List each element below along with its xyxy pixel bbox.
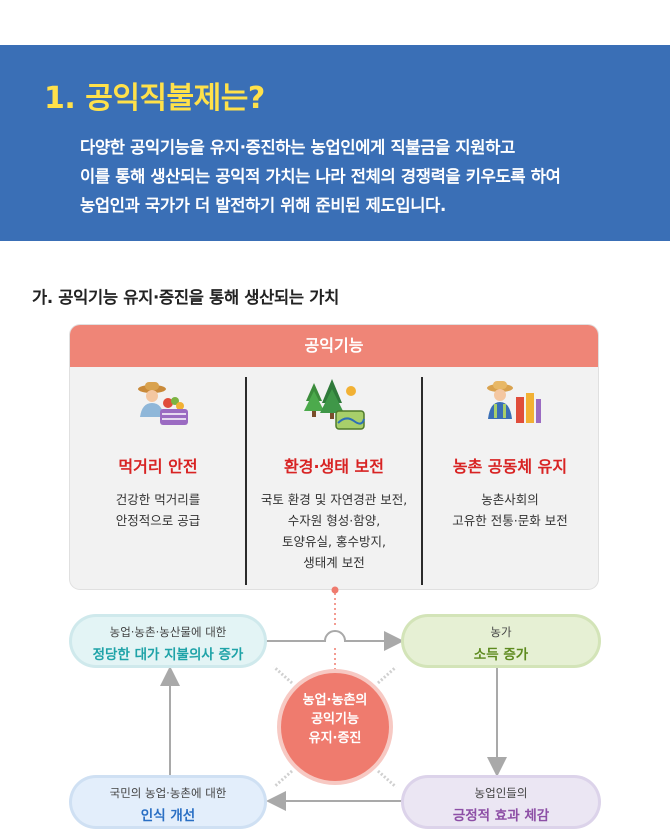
function-environment: 환경·생태 보전 국토 환경 및 자연경관 보전, 수자원 형성·함양, 토양유… (246, 367, 422, 589)
pill-caption: 국민의 농업·농촌에 대한 (109, 786, 227, 800)
section-title: 가. 공익기능 유지·증진을 통해 생산되는 가치 (32, 288, 339, 307)
desc-line: 건강한 먹거리를 (115, 492, 201, 507)
function-desc: 건강한 먹거리를 안정적으로 공급 (74, 489, 242, 531)
card-heading: 공익기능 (70, 325, 598, 367)
function-title: 환경·생태 보전 (284, 457, 384, 476)
intro-line: 다양한 공익기능을 유지·증진하는 농업인에게 직불금을 지원하고 (80, 138, 515, 157)
pill-label: 인식 개선 (140, 808, 196, 824)
function-community: 농촌 공동체 유지 농촌사회의 고유한 전통·문화 보전 (422, 367, 598, 589)
pill-caption: 농업·농촌·농산물에 대한 (109, 625, 227, 639)
desc-line: 안정적으로 공급 (115, 513, 201, 528)
pill-caption: 농가 (490, 625, 512, 639)
pill-caption: 농업인들의 (474, 786, 528, 800)
column-divider (421, 377, 423, 585)
function-title: 농촌 공동체 유지 (452, 457, 568, 476)
center-line: 농업·농촌의 (302, 693, 368, 708)
villager-community-icon (487, 381, 541, 423)
intro-line: 농업인과 국가가 더 발전하기 위해 준비된 제도입니다. (80, 196, 446, 215)
forest-landscape-icon (304, 379, 365, 430)
center-line: 유지·증진 (308, 731, 362, 746)
public-functions-card: 공익기능 먹거리 안전 건강한 먹거리를 안정적으로 공급 (70, 325, 598, 589)
desc-line: 농촌사회의 (481, 492, 539, 507)
cycle-income-increase: 농가 소득 증가 (404, 617, 598, 665)
cycle-awareness-improvement: 국민의 농업·농촌에 대한 인식 개선 (72, 778, 264, 826)
function-food-safety: 먹거리 안전 건강한 먹거리를 안정적으로 공급 (70, 367, 246, 589)
cycle-positive-effect: 농업인들의 긍정적 효과 체감 (404, 778, 598, 826)
pill-label: 소득 증가 (473, 647, 529, 663)
cycle-fair-price-willingness: 농업·농촌·농산물에 대한 정당한 대가 지불의사 증가 (72, 617, 264, 665)
desc-line: 국토 환경 및 자연경관 보전, (260, 492, 408, 507)
intro-line: 이를 통해 생산되는 공익적 가치는 나라 전체의 경쟁력을 키우도록 하여 (80, 167, 561, 186)
cycle-center: 농업·농촌의 공익기능 유지·증진 (281, 673, 389, 781)
function-title: 먹거리 안전 (118, 457, 198, 476)
center-line: 공익기능 (311, 712, 359, 727)
pill-label: 정당한 대가 지불의사 증가 (92, 647, 244, 663)
desc-line: 생태계 보전 (303, 555, 365, 570)
pill-label: 긍정적 효과 체감 (452, 808, 550, 824)
function-desc: 농촌사회의 고유한 전통·문화 보전 (426, 489, 594, 531)
desc-line: 고유한 전통·문화 보전 (452, 513, 568, 528)
desc-line: 토양유실, 홍수방지, (282, 534, 386, 549)
header-banner: 1. 공익직불제는? 다양한 공익기능을 유지·증진하는 농업인에게 직불금을 … (0, 45, 670, 241)
function-desc: 국토 환경 및 자연경관 보전, 수자원 형성·함양, 토양유실, 홍수방지, … (250, 489, 418, 573)
intro-text: 다양한 공익기능을 유지·증진하는 농업인에게 직불금을 지원하고 이를 통해 … (80, 133, 640, 220)
desc-line: 수자원 형성·함양, (287, 513, 381, 528)
page-title: 1. 공익직불제는? (44, 81, 265, 116)
farmer-produce-icon (138, 382, 188, 425)
column-divider (245, 377, 247, 585)
